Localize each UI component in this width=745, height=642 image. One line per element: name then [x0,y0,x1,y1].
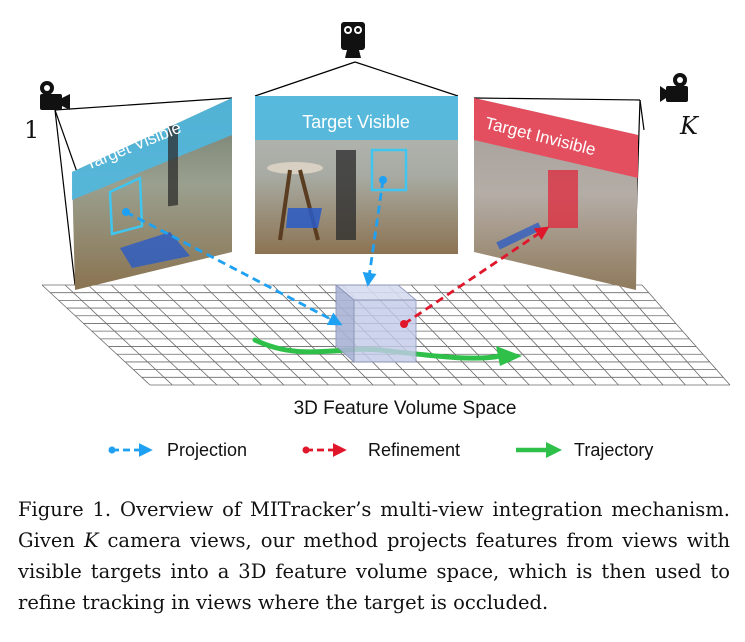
figure-illustration: Target Visible Target Visible Target Inv… [0,0,745,480]
legend-refinement-label: Refinement [368,440,460,460]
camera-icon [341,22,365,58]
legend: Projection Refinement Trajectory [109,440,654,460]
legend-trajectory-label: Trajectory [574,440,653,460]
caption-variable: K [84,529,99,552]
view-2-label: Target Visible [302,112,410,132]
camera-1-label: 1 [24,116,39,144]
view-k: Target Invisible [474,98,638,290]
camera-k-label: K [679,112,700,140]
volume-label: 3D Feature Volume Space [294,398,517,419]
caption-rest: camera views, our method projects featur… [18,529,730,614]
legend-projection-label: Projection [167,440,247,460]
legend-refinement: Refinement [303,440,461,460]
camera-icon [660,73,688,102]
legend-projection: Projection [109,440,248,460]
figure-caption: Figure 1. Overview of MITracker’s multi-… [18,494,730,618]
view-k-occluded-bbox [548,170,578,228]
legend-trajectory: Trajectory [516,440,653,460]
view-2: Target Visible [255,96,458,254]
camera-icon [40,81,70,110]
view-1: Target Visible [72,98,232,290]
